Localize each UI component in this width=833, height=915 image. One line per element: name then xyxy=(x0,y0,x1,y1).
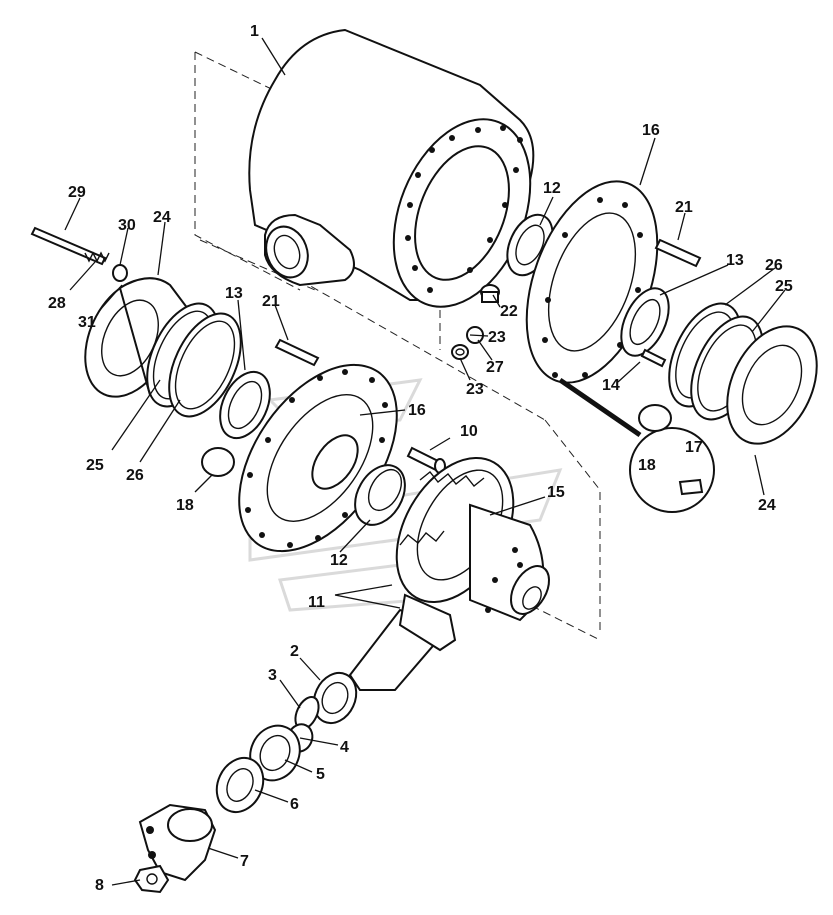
callout-15: 15 xyxy=(547,484,565,501)
callout-7: 7 xyxy=(240,853,249,870)
callout-2: 2 xyxy=(290,643,299,660)
callout-30: 30 xyxy=(118,217,136,234)
callout-21-left: 21 xyxy=(262,293,280,310)
callout-29: 29 xyxy=(68,184,86,201)
callout-11: 11 xyxy=(308,594,325,611)
part-2-bearing xyxy=(312,671,358,725)
part-1-housing xyxy=(248,28,535,308)
part-24-right-cover xyxy=(726,325,818,445)
callout-13-right: 13 xyxy=(726,252,744,269)
callout-21-right: 21 xyxy=(675,199,693,216)
callout-6: 6 xyxy=(290,796,299,813)
callout-26-right: 26 xyxy=(765,257,783,274)
part-14-pin xyxy=(640,348,667,368)
callout-17: 17 xyxy=(685,439,703,456)
callout-12-right: 12 xyxy=(543,180,561,197)
part-29-rod xyxy=(30,226,107,266)
part-26-left-ring xyxy=(168,312,242,418)
callout-8: 8 xyxy=(95,877,104,894)
callout-24-right: 24 xyxy=(758,497,776,514)
callout-28: 28 xyxy=(48,295,66,312)
part-23-washer xyxy=(451,344,469,360)
part-8-nut xyxy=(133,864,170,894)
callout-3: 3 xyxy=(268,667,277,684)
part-18-left-bushing xyxy=(201,447,235,477)
callout-14: 14 xyxy=(602,377,620,394)
part-21-left-pin xyxy=(274,338,320,367)
part-22-plug xyxy=(480,284,500,303)
part-10-bolt xyxy=(406,446,446,474)
callout-26-left: 26 xyxy=(126,467,144,484)
callout-1: 1 xyxy=(250,23,259,40)
callout-4: 4 xyxy=(340,739,349,756)
part-28-spring xyxy=(84,251,110,263)
part-11-pinion-shaft xyxy=(348,593,457,691)
callout-5: 5 xyxy=(316,766,325,783)
callout-13-left: 13 xyxy=(225,285,243,302)
part-13-right-adjusting-ring xyxy=(620,287,670,357)
assembly-guide-lines xyxy=(194,51,601,641)
part-16-left-bearing-carrier xyxy=(238,363,398,553)
callout-10: 10 xyxy=(460,423,478,440)
callout-labels: 1 2 3 4 5 6 7 8 10 11 12 12 13 13 14 15 … xyxy=(48,23,793,894)
callout-23-upper: 23 xyxy=(488,329,506,346)
part-7-yoke xyxy=(138,803,217,882)
callout-31: 31 xyxy=(78,314,96,331)
callout-24-left: 24 xyxy=(153,209,171,226)
callout-16-left: 16 xyxy=(408,402,426,419)
callout-23-lower: 23 xyxy=(466,381,484,398)
callout-25-left: 25 xyxy=(86,457,104,474)
part-6-seal xyxy=(215,756,265,814)
callout-27: 27 xyxy=(486,359,504,376)
callout-16-right: 16 xyxy=(642,122,660,139)
housing-bolt-holes xyxy=(405,125,523,293)
detail-circle-17-18 xyxy=(558,377,715,513)
callout-18-right: 18 xyxy=(638,457,656,474)
leader-lines xyxy=(64,37,786,886)
part-15-differential-case xyxy=(469,503,550,622)
callout-22: 22 xyxy=(500,303,518,320)
part-30-plug xyxy=(112,264,128,282)
part-21-right-pin xyxy=(654,238,702,268)
callout-12-left: 12 xyxy=(330,552,348,569)
callout-25-right: 25 xyxy=(775,278,793,295)
part-12-left-bearing xyxy=(354,464,406,526)
callout-18-left: 18 xyxy=(176,497,194,514)
part-13-left-adjusting-ring xyxy=(219,370,271,440)
